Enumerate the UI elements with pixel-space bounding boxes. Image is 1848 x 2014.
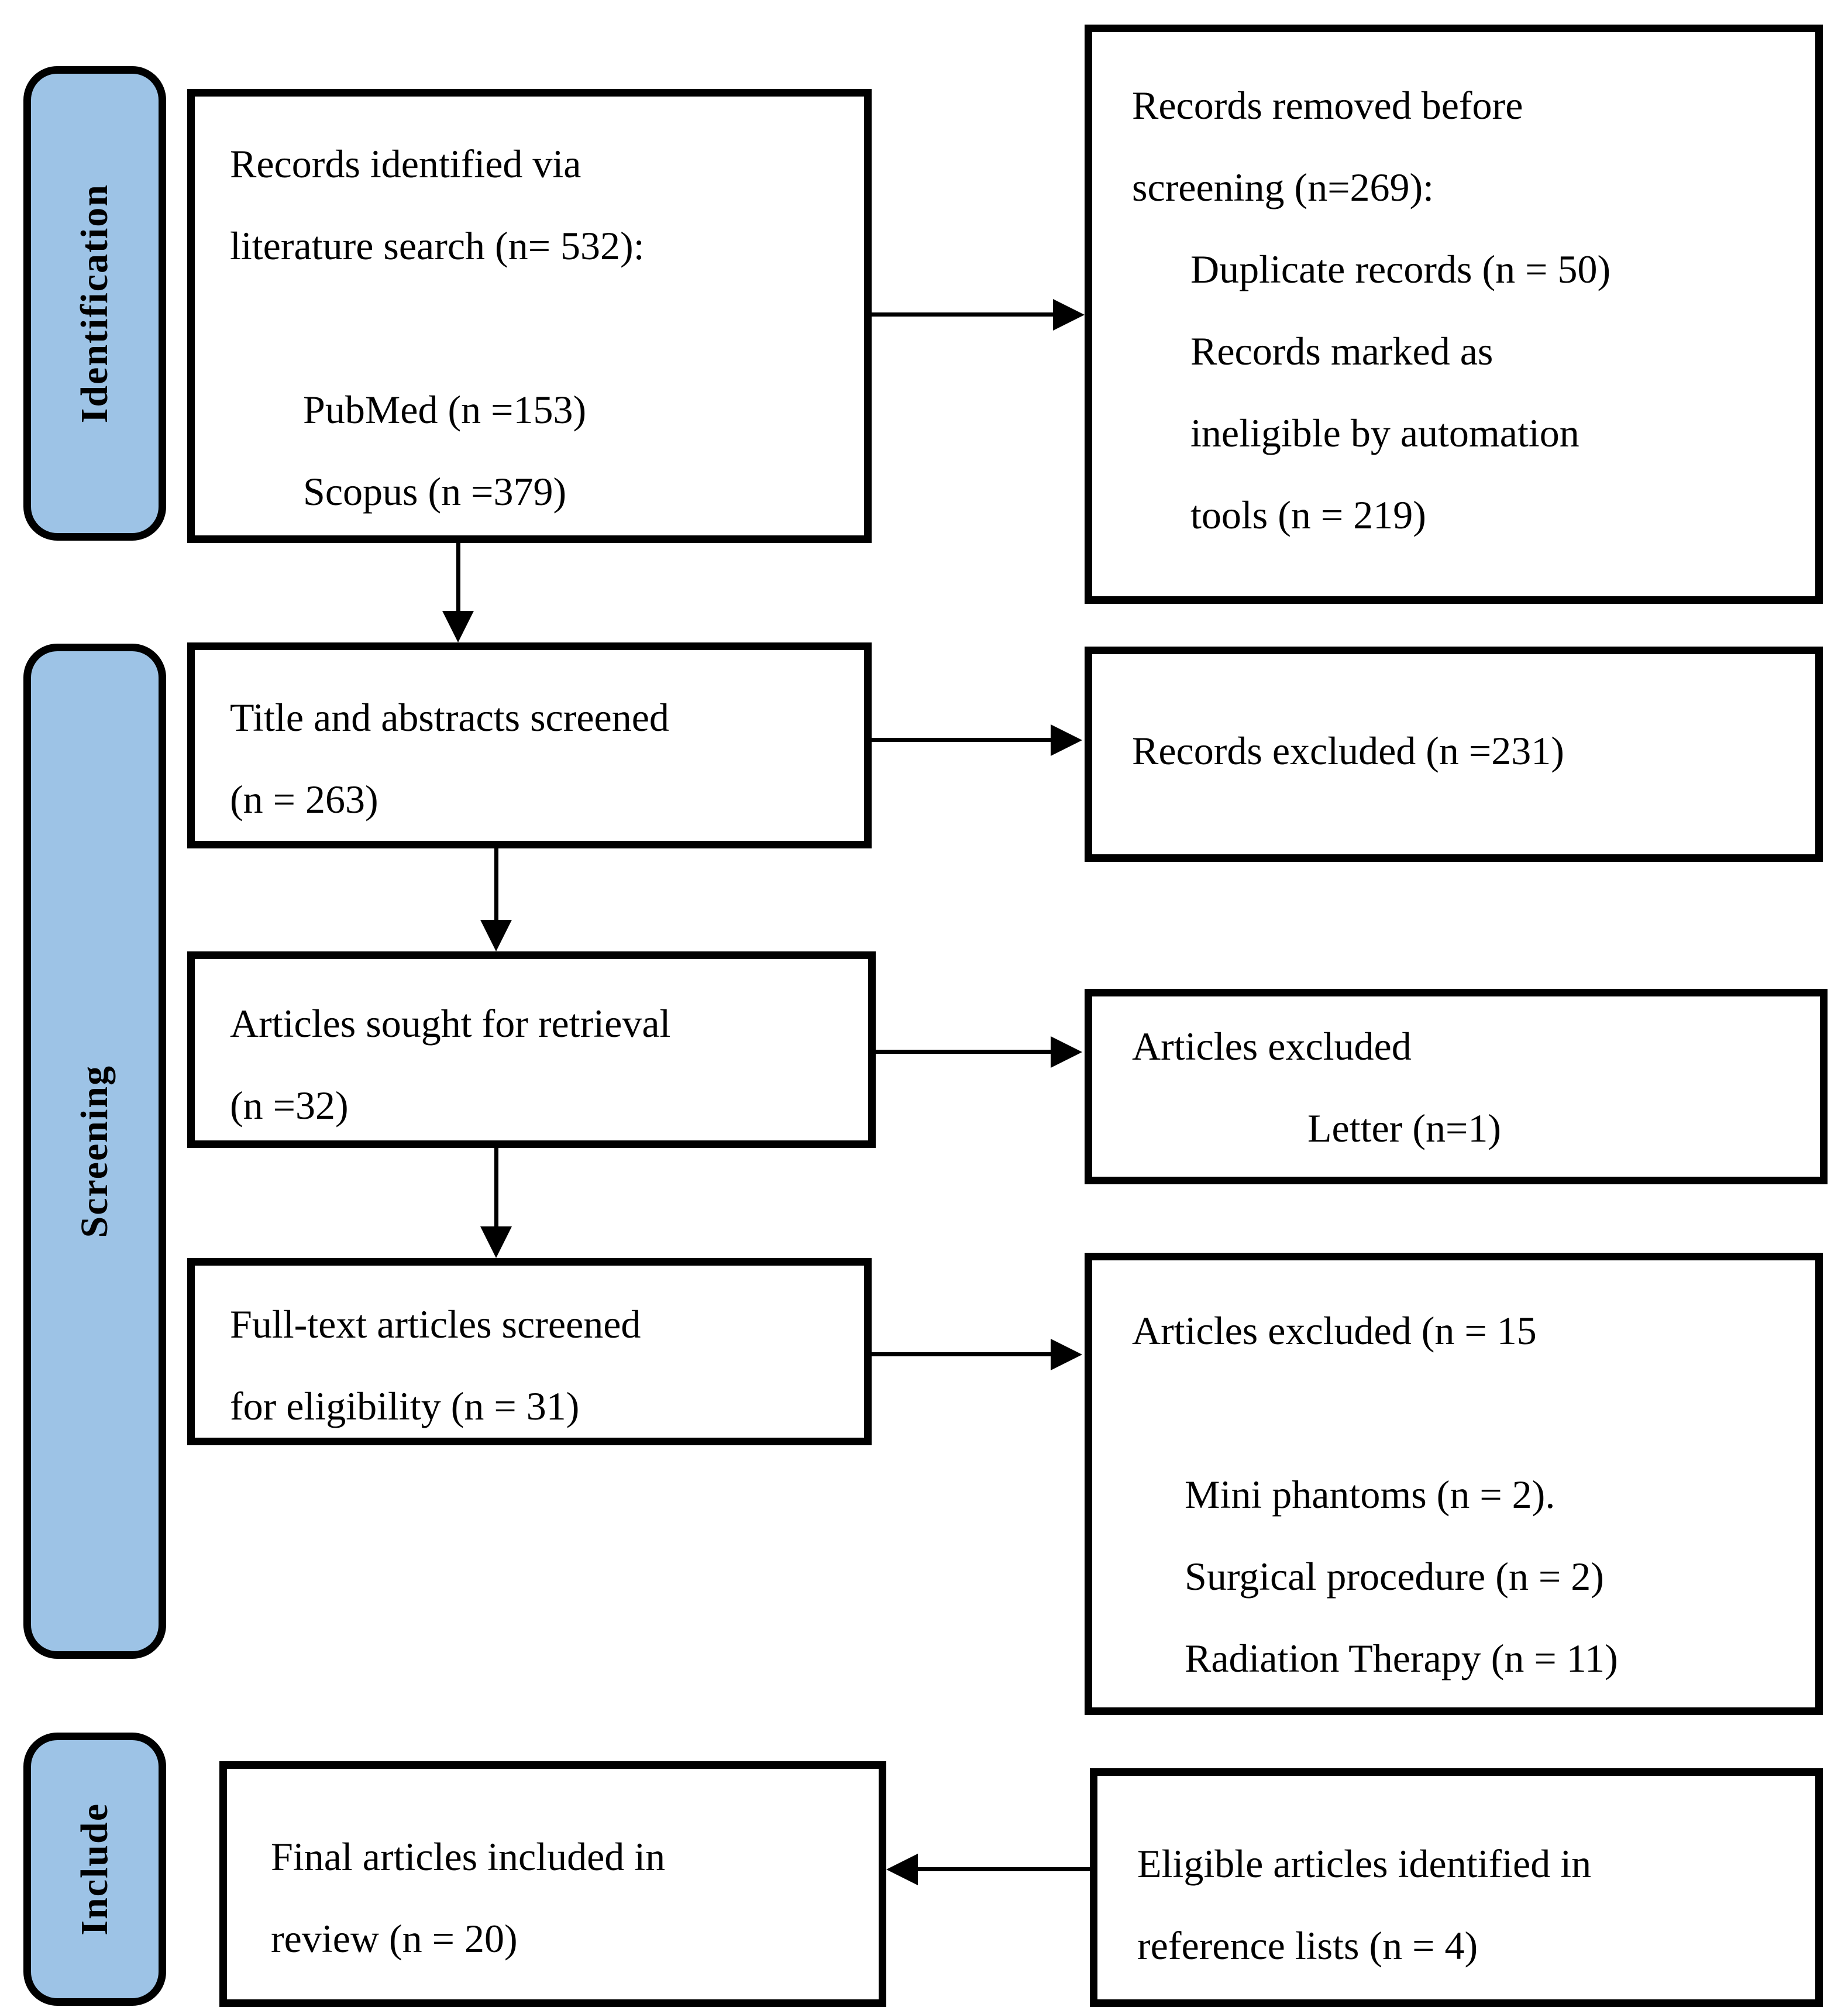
box-records-removed-line: screening (n=269): <box>1132 165 1434 209</box>
arrow-screened-to-excluded-head <box>1051 724 1082 756</box>
arrow-sought-to-fulltext-head <box>480 1226 512 1258</box>
arrow-identified-to-removed-line <box>870 312 1058 317</box>
box-fulltext-screened: Full-text articles screened for eligibil… <box>187 1258 872 1445</box>
box-articles-excluded-15: Articles excluded (n = 15 Mini phantoms … <box>1085 1253 1823 1715</box>
box-records-identified-line: Records identified via <box>230 142 581 186</box>
stage-bar-screening: Screening <box>23 644 166 1659</box>
box-eligible-references-line: Eligible articles identified in <box>1137 1841 1592 1886</box>
arrow-eligible-to-final-head <box>886 1854 918 1885</box>
arrow-fulltext-to-excluded15-head <box>1051 1339 1082 1370</box>
box-records-removed-line: tools (n = 219) <box>1190 493 1426 537</box>
box-records-identified-line: PubMed (n =153) <box>303 387 587 432</box>
arrow-fulltext-to-excluded15-line <box>870 1352 1055 1356</box>
box-articles-excluded-letter-line: Articles excluded <box>1132 1024 1412 1068</box>
box-titles-screened-line: (n = 263) <box>230 777 378 822</box>
arrow-identified-to-screened-head <box>442 611 474 642</box>
arrow-sought-to-letter-head <box>1051 1036 1082 1068</box>
box-articles-sought: Articles sought for retrieval (n =32) <box>187 951 876 1148</box>
arrow-screened-to-excluded-line <box>870 738 1055 742</box>
stage-label-identification: Identification <box>73 183 116 424</box>
box-fulltext-screened-line: Full-text articles screened <box>230 1302 641 1346</box>
box-final-included-line: Final articles included in <box>271 1834 666 1879</box>
box-final-included-line: review (n = 20) <box>271 1916 518 1961</box>
box-articles-excluded-15-line: Radiation Therapy (n = 11) <box>1185 1636 1618 1680</box>
box-articles-excluded-letter: Articles excluded Letter (n=1) <box>1085 989 1828 1184</box>
box-records-removed-line: ineligible by automation <box>1190 411 1579 455</box>
arrow-screened-to-sought-head <box>480 920 512 951</box>
stage-bar-include: Include <box>23 1733 166 2006</box>
box-records-identified: Records identified via literature search… <box>187 89 872 543</box>
arrow-identified-to-screened-line <box>456 543 460 614</box>
box-final-included: Final articles included in review (n = 2… <box>219 1761 886 2007</box>
box-eligible-references: Eligible articles identified in referenc… <box>1090 1768 1823 2007</box>
box-articles-excluded-15-line: Mini phantoms (n = 2). <box>1185 1472 1556 1517</box>
box-records-identified-line: Scopus (n =379) <box>303 469 567 514</box>
arrow-sought-to-letter-line <box>875 1050 1055 1054</box>
box-articles-excluded-15-line: Articles excluded (n = 15 <box>1132 1308 1537 1353</box>
stage-label-screening: Screening <box>73 1064 116 1238</box>
box-records-removed: Records removed before screening (n=269)… <box>1085 25 1823 604</box>
box-articles-excluded-letter-line: Letter (n=1) <box>1307 1106 1501 1150</box>
stage-bar-identification: Identification <box>23 66 166 541</box>
stage-label-include: Include <box>73 1803 116 1936</box>
box-articles-excluded-15-line: Surgical procedure (n = 2) <box>1185 1554 1604 1599</box>
box-articles-sought-line: Articles sought for retrieval <box>230 1001 671 1046</box>
box-fulltext-screened-line: for eligibility (n = 31) <box>230 1384 580 1428</box>
box-records-removed-line: Records marked as <box>1190 329 1493 373</box>
arrow-sought-to-fulltext-line <box>494 1148 498 1228</box>
arrow-screened-to-sought-line <box>494 848 498 921</box>
arrow-identified-to-removed-head <box>1053 299 1085 331</box>
box-records-removed-line: Duplicate records (n = 50) <box>1190 247 1611 291</box>
box-records-excluded-line: Records excluded (n =231) <box>1132 728 1564 773</box>
box-articles-sought-line: (n =32) <box>230 1083 349 1128</box>
box-titles-screened-line: Title and abstracts screened <box>230 695 669 740</box>
box-eligible-references-line: reference lists (n = 4) <box>1137 1923 1478 1968</box>
box-records-removed-line: Records removed before <box>1132 83 1523 128</box>
arrow-eligible-to-final-line <box>917 1867 1090 1871</box>
box-records-excluded: Records excluded (n =231) <box>1085 647 1823 862</box>
box-records-identified-line: literature search (n= 532): <box>230 224 645 268</box>
box-titles-screened: Title and abstracts screened (n = 263) <box>187 642 872 848</box>
